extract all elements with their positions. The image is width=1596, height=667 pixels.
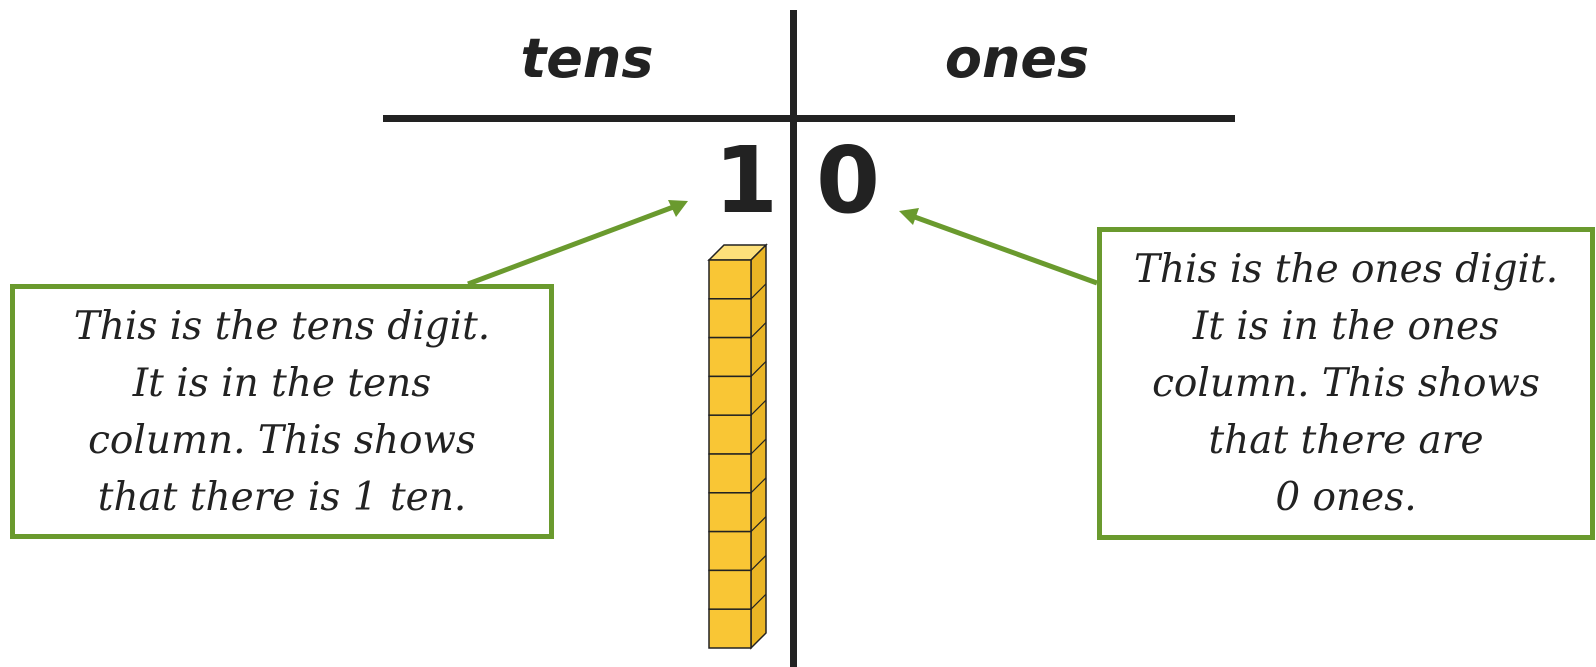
rod-unit-cube <box>708 569 752 610</box>
tens-column-header: tens <box>520 27 654 90</box>
rod-side-divider <box>750 477 767 494</box>
rod-side-divider <box>750 554 767 571</box>
header-divider-line <box>383 115 1235 122</box>
rod-side-divider <box>750 283 767 300</box>
ones-callout-line: column. This shows <box>1152 361 1540 406</box>
ones-callout-text: This is the ones digit. It is in the one… <box>1134 241 1558 526</box>
column-divider-line <box>790 10 797 667</box>
tens-digit: 1 <box>713 127 778 234</box>
rod-unit-cube <box>708 298 752 339</box>
tens-callout-text: This is the tens digit. It is in the ten… <box>74 298 490 526</box>
tens-callout-line: It is in the tens <box>132 360 432 406</box>
base-ten-rod <box>707 243 768 650</box>
rod-side-divider <box>750 399 767 416</box>
rod-unit-cube <box>708 336 752 378</box>
tens-callout-line: This is the tens digit. <box>73 303 491 349</box>
ones-callout-line: This is the ones digit. <box>1133 247 1559 292</box>
ones-digit: 0 <box>816 127 881 234</box>
tens-callout-line: column. This shows <box>88 417 476 463</box>
rod-side-divider <box>750 360 767 377</box>
ones-column-header: ones <box>944 27 1090 90</box>
rod-side-divider <box>750 516 767 533</box>
ones-callout-line: It is in the ones <box>1192 304 1500 349</box>
ones-callout-arrow <box>899 208 1098 286</box>
rod-side-divider <box>750 593 767 610</box>
tens-digit-callout: This is the tens digit. It is in the ten… <box>10 284 554 539</box>
tens-callout-line: that there is 1 ten. <box>97 474 467 520</box>
ones-digit-callout: This is the ones digit. It is in the one… <box>1097 227 1595 540</box>
rod-unit-cube <box>708 414 752 455</box>
rod-side-divider <box>750 438 767 455</box>
ones-callout-line: that there are <box>1208 418 1484 463</box>
rod-unit-cube <box>708 453 752 494</box>
ones-callout-line: 0 ones. <box>1275 475 1417 520</box>
rod-unit-cube <box>708 375 752 416</box>
rod-unit-cube <box>708 608 752 649</box>
rod-top-face <box>707 244 768 261</box>
rod-unit-cube <box>708 530 752 572</box>
tens-callout-arrow <box>467 200 688 287</box>
rod-side-divider <box>750 322 767 339</box>
rod-side-face <box>750 243 767 650</box>
rod-unit-cube <box>708 259 752 300</box>
rod-unit-cube <box>708 492 752 533</box>
